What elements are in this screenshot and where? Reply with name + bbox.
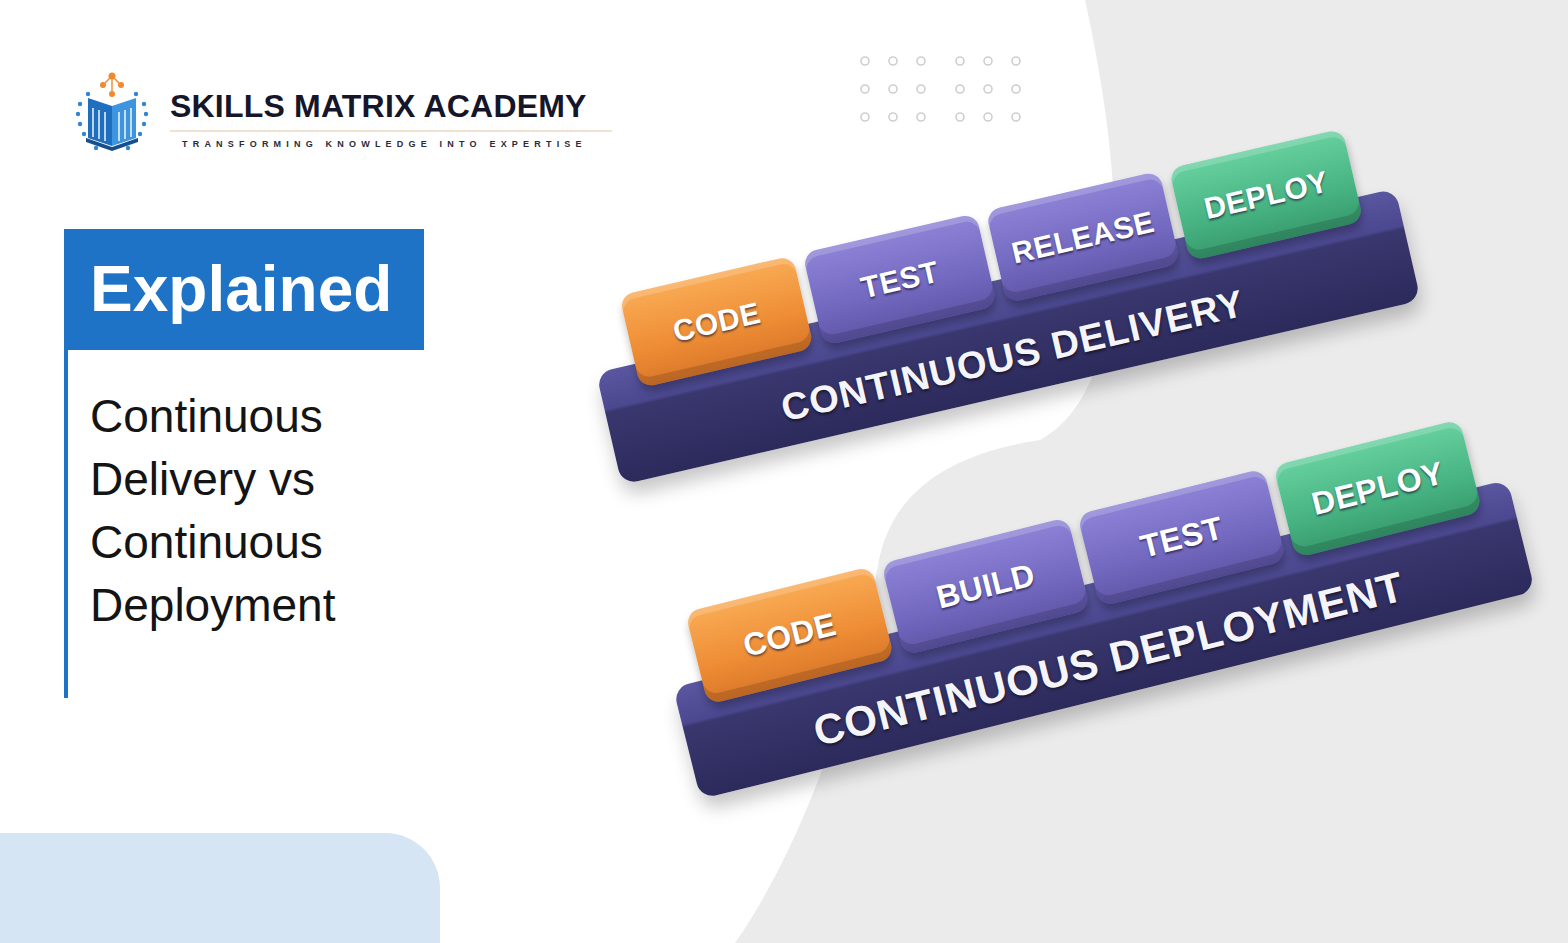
logo-rule (170, 131, 612, 132)
block-label: BUILD (926, 528, 1046, 644)
title-text: Continuous Delivery vs Continuous Deploy… (90, 385, 420, 637)
heading-tag-text: Explained (64, 229, 392, 350)
block-label: CODE (732, 578, 847, 693)
pipeline-bar: CONTINUOUS DEPLOYMENTCODEBUILDTESTDEPLOY (654, 402, 1537, 804)
brand-tagline: TRANSFORMING KNOWLEDGE INTO EXPERTISE (182, 139, 587, 149)
logo-icon (76, 73, 148, 152)
pipeline-bar: CONTINUOUS DELIVERYCODETESTRELEASEDEPLOY (578, 110, 1422, 489)
heading-tag: Explained (64, 229, 424, 350)
block-label: CODE (663, 266, 771, 379)
block-label: TEST (851, 224, 949, 334)
dot-grid (861, 57, 1020, 121)
block-label: TEST (1130, 481, 1234, 593)
corner-band (0, 833, 440, 943)
accent-line (64, 350, 68, 698)
grey-backdrop (735, 0, 1568, 943)
brand-name: SKILLS MATRIX ACADEMY (170, 88, 587, 125)
